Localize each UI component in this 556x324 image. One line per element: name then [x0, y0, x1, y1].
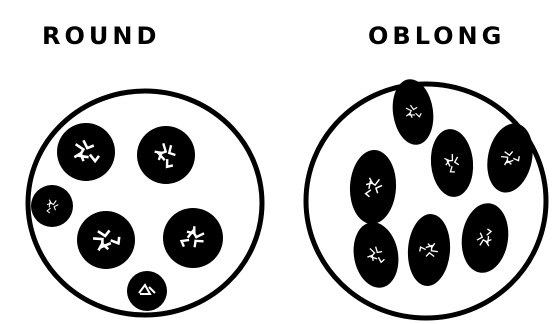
round-dish	[28, 91, 262, 315]
oblong-cell	[457, 200, 512, 276]
oblong-cell	[428, 127, 476, 198]
oblong-dish	[306, 77, 546, 318]
round-cell	[163, 208, 223, 268]
round-cell	[77, 211, 135, 269]
round-cell	[137, 126, 195, 184]
round-cell	[127, 271, 167, 311]
oblong-cell	[481, 119, 539, 197]
oblong-cell	[348, 149, 398, 225]
round-cell	[57, 123, 115, 181]
oblong-cell	[406, 213, 453, 288]
round-cell	[31, 185, 73, 227]
oblong-cell	[349, 219, 404, 292]
